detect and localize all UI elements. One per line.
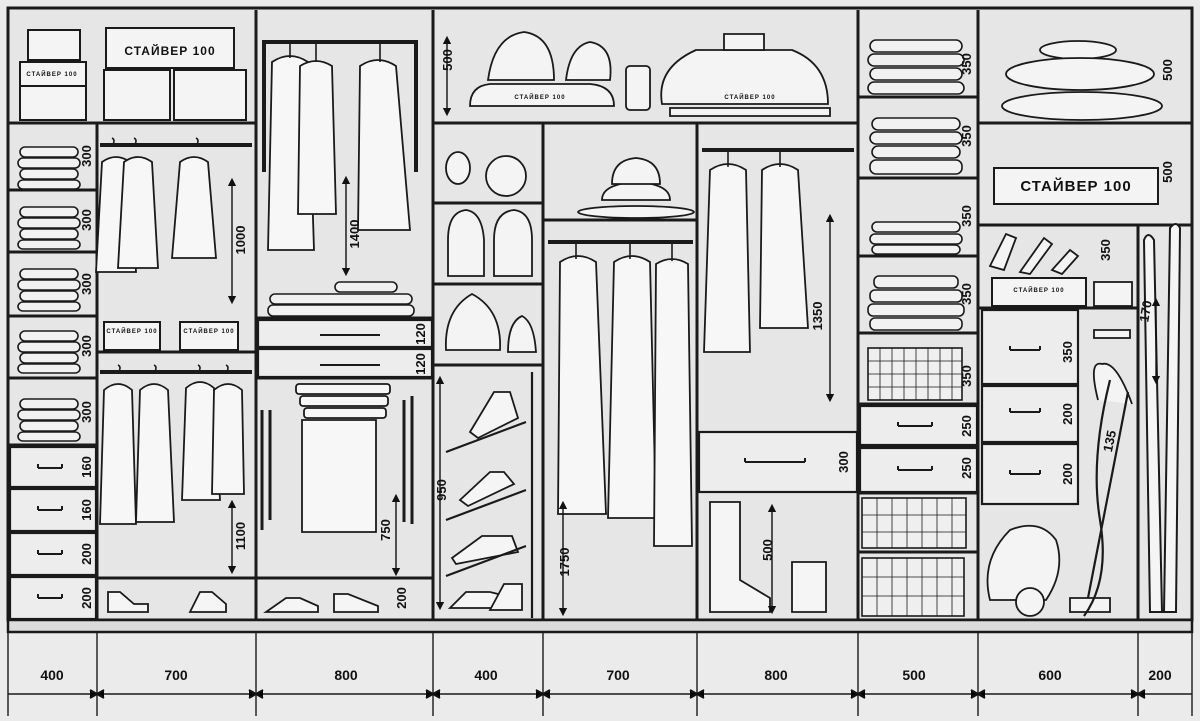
dim-sec8-top-1: 500 (1160, 59, 1175, 81)
brand-label-box-6: СТАЙВЕР 100 (1013, 286, 1064, 294)
dim-sec3-shoes: 200 (394, 587, 409, 609)
width-sec3: 800 (334, 667, 358, 683)
brand-label-box-4: СТАЙВЕР 100 (106, 327, 157, 335)
dim-sec1-shelf-1: 300 (79, 145, 94, 167)
drawer-sec8-3 (980, 442, 1080, 506)
dim-sec3-rod: 1400 (347, 220, 362, 249)
dim-sec8-drawer-3: 200 (1060, 463, 1075, 485)
dim-sec8-hose: 135 (1100, 429, 1119, 453)
drawer-sec8-2 (980, 384, 1080, 444)
dim-sec7-shelf-5: 350 (959, 365, 974, 387)
dim-sec3-drawer-2: 120 (413, 353, 428, 375)
dim-sec8-drawer-1: 350 (1060, 341, 1075, 363)
brand-label-box-3: СТАЙВЕР 100 (26, 70, 77, 78)
plinth (6, 618, 1194, 634)
dimension-labels: 300 300 300 300 300 160 160 200 200 1000… (79, 49, 1175, 609)
width-sec1: 400 (40, 667, 64, 683)
width-sec7: 500 (902, 667, 926, 683)
drawer-handles (37, 334, 1041, 599)
tools-and-vacuum (986, 232, 1133, 617)
drawer-sec3-1 (256, 318, 434, 349)
dim-sec1-drawer-3: 200 (79, 543, 94, 565)
dim-sec9-skis: 170 (1136, 299, 1155, 323)
dim-sec2-rod-top: 1000 (233, 226, 248, 255)
width-sec4: 400 (474, 667, 498, 683)
sports-equipment (445, 151, 537, 353)
dim-sec7-shelf-1: 350 (959, 53, 974, 75)
dim-sec1-drawer-2: 160 (79, 499, 94, 521)
dim-sec7-drawer-2: 250 (959, 457, 974, 479)
dim-sec2-rod-bottom: 1100 (233, 522, 248, 550)
drawer-sec8-1 (980, 308, 1080, 386)
hanging-rods (100, 40, 854, 374)
drawers (8, 308, 1080, 621)
hangers (111, 44, 781, 374)
dim-sec8-tools: 350 (1098, 239, 1113, 261)
dim-sec7-drawer-1: 250 (959, 415, 974, 437)
dim-sec6-boots: 500 (760, 539, 775, 561)
baskets (861, 347, 967, 617)
dim-sec6-drawer: 300 (836, 451, 851, 473)
dim-sec4-top: 500 (440, 49, 455, 71)
brand-label-bag-2: СТАЙВЕР 100 (724, 93, 775, 101)
width-sec8: 600 (1038, 667, 1062, 683)
hanging-garments (95, 55, 809, 547)
width-sec9: 200 (1148, 667, 1172, 683)
width-sec6: 800 (764, 667, 788, 683)
dim-sec1-shelf-4: 300 (79, 335, 94, 357)
brand-label-box-5: СТАЙВЕР 100 (183, 327, 234, 335)
dim-sec4-shoes: 950 (434, 479, 449, 501)
dim-sec1-shelf-3: 300 (79, 273, 94, 295)
dim-sec1-drawer-4: 200 (79, 587, 94, 609)
brand-labels: СТАЙВЕР 100 СТАЙВЕР 100 СТАЙВЕР 100 СТАЙ… (26, 43, 1131, 335)
brand-label-box-1: СТАЙВЕР 100 (124, 43, 215, 58)
brand-label-box-2: СТАЙВЕР 100 (1020, 177, 1131, 195)
dim-sec1-shelf-5: 300 (79, 401, 94, 423)
brand-label-bag: СТАЙВЕР 100 (514, 93, 565, 101)
shoes (107, 391, 827, 613)
dim-sec5-long: 1750 (557, 548, 572, 577)
dim-sec1-drawer-1: 160 (79, 456, 94, 478)
storage-boxes (19, 27, 1159, 351)
bags (469, 31, 831, 117)
dim-sec7-shelf-2: 350 (959, 125, 974, 147)
width-sec2: 700 (164, 667, 188, 683)
width-scale: 400 700 800 400 700 800 500 600 200 (7, 632, 1193, 716)
dim-sec8-drawer-2: 200 (1060, 403, 1075, 425)
pillows (1001, 40, 1163, 121)
drawer-sec3-2 (256, 347, 434, 379)
dim-sec6-rod: 1350 (810, 302, 825, 331)
dim-sec7-shelf-4: 350 (959, 283, 974, 305)
dim-sec3-trousers: 750 (378, 519, 393, 541)
hats (577, 157, 695, 219)
skis (1142, 223, 1182, 613)
dim-sec7-shelf-3: 350 (959, 205, 974, 227)
folded-stacks (17, 39, 965, 442)
dimension-arrows (227, 35, 1161, 617)
dim-sec1-shelf-2: 300 (79, 209, 94, 231)
dim-sec8-top-2: 500 (1160, 161, 1175, 183)
dim-sec3-drawer-1: 120 (413, 323, 428, 345)
width-sec5: 700 (606, 667, 630, 683)
